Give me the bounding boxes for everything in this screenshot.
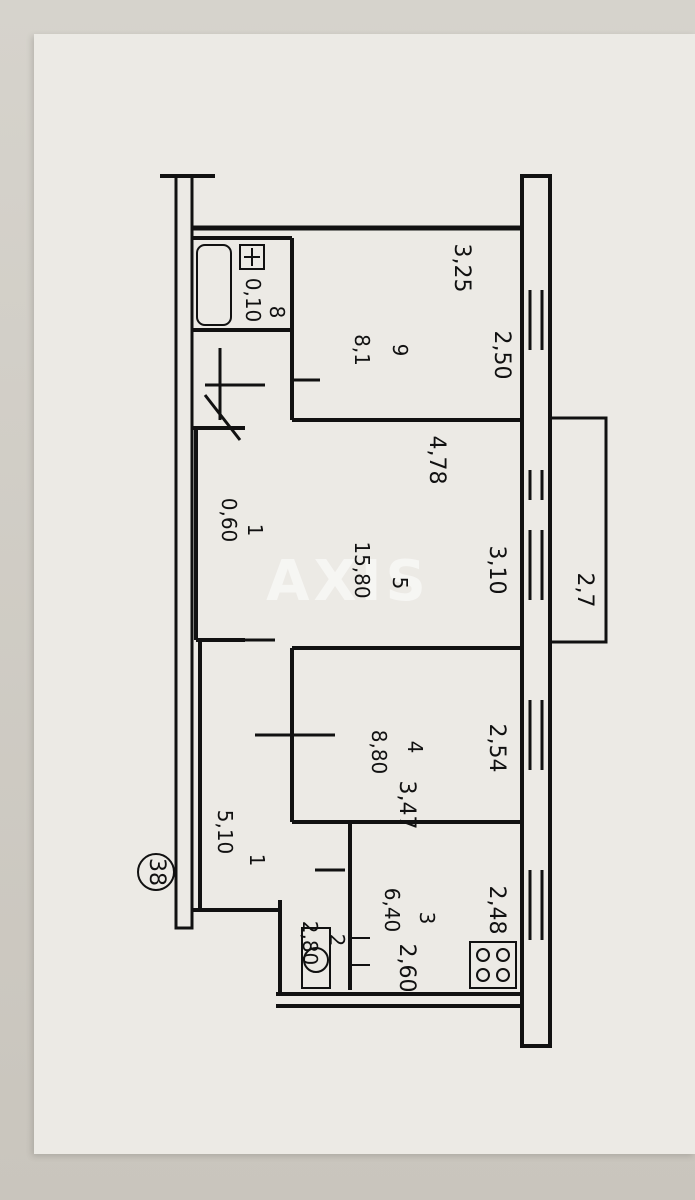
room-5-length: 4,78 (424, 436, 449, 485)
balcony-outline (550, 416, 608, 644)
entrance-marker-label: 38 (144, 858, 169, 886)
room-hall-upper: 1 0,60 (217, 498, 267, 543)
room-3-width: 2,48 (484, 886, 509, 935)
room-9-width: 3,25 (449, 244, 474, 293)
room-3: 3 6,40 2,48 2,60 (380, 886, 509, 993)
room-hall-upper-number: 1 (243, 524, 267, 537)
room-4-area: 8,80 (367, 730, 391, 775)
room-5-area: 15,80 (350, 541, 374, 598)
room-hall-lower-number: 1 (245, 854, 269, 867)
entrance-marker: 38 (137, 853, 175, 891)
room-8: 8 0,10 (241, 278, 289, 323)
room-2-number: 2 (325, 934, 349, 947)
room-4-width: 3,47 (394, 781, 419, 830)
room-2-area: 2,80 (298, 921, 322, 966)
windows (528, 290, 544, 940)
room-9-area: 8,1 (350, 334, 374, 366)
bathtub-icon (196, 244, 265, 326)
room-9: 9 8,1 3,25 2,50 (350, 244, 514, 380)
room-hall-lower: 1 5,10 (213, 810, 269, 867)
stove-icon (469, 941, 517, 989)
room-4: 4 8,80 3,47 2,54 (367, 724, 509, 830)
room-5-number: 5 (388, 577, 412, 590)
room-4-length: 2,54 (484, 724, 509, 773)
interior-walls (192, 236, 522, 994)
room-3-area: 6,40 (380, 888, 404, 933)
room-2: 2 2,80 (298, 921, 349, 966)
outer-walls (160, 174, 552, 1048)
room-hall-lower-area: 5,10 (213, 810, 237, 855)
toilet-icon (301, 927, 370, 989)
room-4-number: 4 (403, 741, 427, 754)
room-5-width: 3,10 (484, 546, 509, 595)
room-9-length: 2,50 (489, 331, 514, 380)
paper-sheet (34, 34, 695, 1154)
balcony-area: 2,7 (572, 573, 597, 608)
room-8-number: 8 (265, 306, 289, 319)
room-9-number: 9 (388, 344, 412, 357)
room-5: 5 15,80 3,10 4,78 (350, 436, 509, 599)
room-3-length: 2,60 (394, 944, 419, 993)
door-marks (203, 348, 345, 872)
watermark-text: AXIS (266, 549, 430, 614)
room-hall-upper-area: 0,60 (217, 498, 241, 543)
room-8-area: 0,10 (241, 278, 265, 323)
room-3-number: 3 (415, 912, 439, 925)
